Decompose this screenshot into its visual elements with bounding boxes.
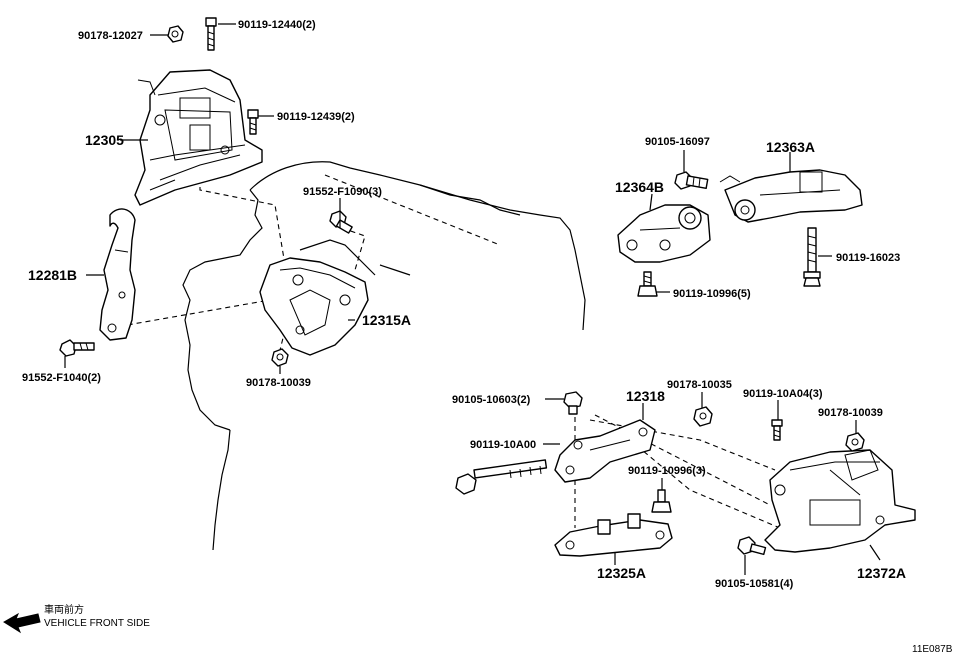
engine-outline — [182, 161, 586, 551]
callout-90119-16023: 90119-16023 — [836, 252, 900, 264]
callout-90119-10996-5: 90119-10996(5) — [673, 288, 751, 300]
direction-label-en: VEHICLE FRONT SIDE — [44, 618, 150, 629]
callout-90105-10603: 90105-10603(2) — [452, 394, 531, 406]
part-12325a-bracket — [554, 513, 673, 557]
callout-90178-10039-right: 90178-10039 — [818, 407, 883, 419]
callout-12305: 12305 — [85, 132, 124, 148]
callout-12318: 12318 — [626, 388, 665, 404]
callout-90178-10039-left: 90178-10039 — [246, 377, 311, 389]
nut-icon — [693, 406, 713, 427]
callout-12372a: 12372A — [857, 565, 906, 581]
figure-code: 11E087B — [912, 644, 953, 655]
callout-12315a: 12315A — [362, 312, 411, 328]
bolt-icon — [651, 489, 672, 513]
bolt-icon — [563, 391, 583, 415]
bolt-icon — [803, 227, 821, 287]
part-12372a-mount — [764, 449, 916, 553]
callout-90119-12439: 90119-12439(2) — [277, 111, 355, 123]
part-12315a-bracket — [259, 257, 369, 356]
part-12281b-bracket — [99, 208, 136, 341]
callout-90178-10035: 90178-10035 — [667, 379, 732, 391]
callout-91552-f1040: 91552-F1040(2) — [22, 372, 101, 384]
callout-91552-f1090: 91552-F1090(3) — [303, 186, 382, 198]
bolt-icon — [205, 17, 217, 51]
part-12364b-bracket — [617, 204, 711, 263]
callout-90119-10a00: 90119-10A00 — [470, 439, 536, 451]
part-12318-bracket — [554, 419, 656, 483]
callout-12364b: 12364B — [615, 179, 664, 195]
callout-12325a: 12325A — [597, 565, 646, 581]
arrow-left-icon — [3, 612, 41, 634]
bolt-icon — [247, 109, 259, 135]
callout-90119-10996-3: 90119-10996(3) — [628, 465, 706, 477]
nut-icon — [845, 432, 865, 452]
bolt-icon — [329, 210, 353, 234]
part-12305-mount — [134, 69, 263, 206]
bolt-icon — [737, 536, 767, 556]
bolt-icon — [59, 339, 95, 357]
nut-icon — [167, 25, 184, 43]
bolt-icon — [455, 459, 548, 495]
callout-90178-12027: 90178-12027 — [78, 30, 143, 42]
bolt-icon — [771, 419, 783, 441]
front-direction-indicator: 車両前方 VEHICLE FRONT SIDE — [3, 603, 150, 634]
callout-12363a: 12363A — [766, 139, 815, 155]
direction-label-jp: 車両前方 — [44, 603, 84, 616]
nut-icon — [271, 348, 289, 367]
callout-90119-10a04: 90119-10A04(3) — [743, 388, 823, 400]
part-12363a-torque-rod — [719, 169, 863, 223]
callout-90105-10581: 90105-10581(4) — [715, 578, 794, 590]
callout-12281b: 12281B — [28, 267, 77, 283]
callout-labels: 90178-12027 90119-12440(2) 90119-12439(2… — [22, 19, 906, 590]
leader-lines — [64, 23, 881, 575]
bolt-icon — [637, 271, 658, 297]
bolt-icon — [674, 171, 709, 190]
assembly-lines — [109, 160, 781, 529]
callout-90119-12440: 90119-12440(2) — [238, 19, 316, 31]
callout-90105-16097: 90105-16097 — [645, 136, 710, 148]
